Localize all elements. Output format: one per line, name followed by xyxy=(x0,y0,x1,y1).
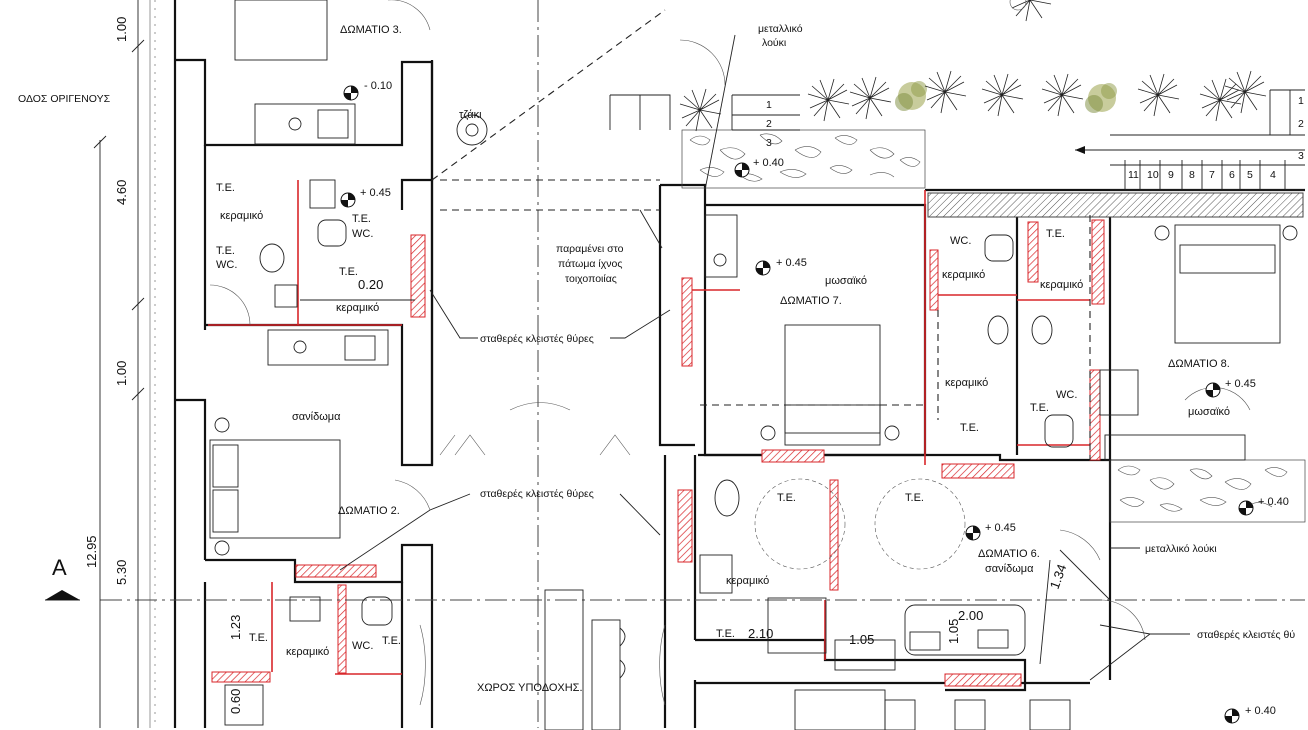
stairs-left xyxy=(609,94,800,131)
te-label: Τ.Ε. xyxy=(1030,402,1049,414)
dim-1-34: 1.34 xyxy=(1047,562,1070,591)
stair-num-right-1: 1 xyxy=(1298,95,1304,107)
room6-label: ΔΩΜΑΤΙΟ 6. xyxy=(978,548,1040,560)
metal-trough-top-line1: μεταλλικό xyxy=(758,23,803,35)
reception-label: ΧΩΡΟΣ ΥΠΟΔΟΧΗΣ. xyxy=(477,682,583,694)
axis-lines xyxy=(45,0,1305,728)
wood-floor-label: σανίδωμα xyxy=(985,563,1034,575)
room3-label: ΔΩΜΑΤΙΟ 3. xyxy=(340,24,402,36)
stair-num-left-2: 2 xyxy=(766,118,772,130)
stair-number: 5 xyxy=(1247,169,1253,181)
room2-label: ΔΩΜΑΤΙΟ 2. xyxy=(338,505,400,517)
stair-number: 11 xyxy=(1128,169,1139,181)
dim-4-60: 4.60 xyxy=(114,180,129,205)
stairs xyxy=(1075,89,1305,191)
mosaic-label: μωσαϊκό xyxy=(1188,406,1230,418)
dim-2-10: 2.10 xyxy=(748,626,773,641)
level-p040-b: + 0.40 xyxy=(1258,496,1289,508)
te-label: Τ.Ε. xyxy=(1046,228,1065,240)
stair-number: 4 xyxy=(1270,169,1276,181)
te-label: Τ.Ε. xyxy=(216,245,235,257)
te-label: Τ.Ε. xyxy=(905,492,924,504)
dim-1-05-a: 1.05 xyxy=(849,632,874,647)
metal-trough-top-line2: λούκι xyxy=(762,37,787,49)
stair-number: 8 xyxy=(1189,169,1195,181)
wall-trace-line1: παραμένει στο xyxy=(556,243,624,255)
stair-num-left-1: 1 xyxy=(766,99,772,111)
fixed-doors-label-3: σταθερές κλειστές θύ xyxy=(1197,629,1295,641)
fixed-doors-label-2: σταθερές κλειστές θύρες xyxy=(480,488,594,500)
stair-number: 7 xyxy=(1209,169,1215,181)
dim-1-05-b: 1.05 xyxy=(946,619,961,644)
room8-label: ΔΩΜΑΤΙΟ 8. xyxy=(1168,358,1230,370)
level-p045-room7: + 0.45 xyxy=(776,257,807,269)
wc-label: WC. xyxy=(950,235,971,247)
wc-label: WC. xyxy=(352,228,373,240)
dim-1-23: 1.23 xyxy=(228,615,243,640)
vegetation xyxy=(679,0,1267,132)
section-marker: A xyxy=(52,555,67,580)
stair-num-left-3: 3 xyxy=(766,137,772,149)
te-label: Τ.Ε. xyxy=(216,182,235,194)
stair-number: 6 xyxy=(1229,169,1235,181)
wood-floor-label: σανίδωμα xyxy=(292,411,341,423)
ceramic-label: κεραμικό xyxy=(336,302,379,314)
te-label: Τ.Ε. xyxy=(339,266,358,278)
dimension-chain xyxy=(93,0,156,728)
fixed-doors-label-1: σταθερές κλειστές θύρες xyxy=(480,333,594,345)
leader-lines xyxy=(300,34,1190,681)
te-label: Τ.Ε. xyxy=(352,213,371,225)
plan-text: ΟΔΟΣ ΟΡΙΓΕΝΟΥΣ A 1.00 4.60 1.00 5.30 12.… xyxy=(18,17,1304,717)
wall-trace-line3: τοιχοποιίας xyxy=(565,273,617,285)
furniture xyxy=(209,0,1298,730)
metal-trough-right-label: μεταλλικό λούκι xyxy=(1145,543,1217,555)
te-label: Τ.Ε. xyxy=(777,492,796,504)
wc-label: WC. xyxy=(352,640,373,652)
room7-label: ΔΩΜΑΤΙΟ 7. xyxy=(780,295,842,307)
red-partitions xyxy=(208,180,1090,675)
te-label: Τ.Ε. xyxy=(382,635,401,647)
level-m010: - 0.10 xyxy=(364,80,392,92)
stair-number: 9 xyxy=(1168,169,1174,181)
stair-num-right-2: 2 xyxy=(1298,118,1304,130)
level-p040-c: + 0.40 xyxy=(1245,705,1276,717)
street-label: ΟΔΟΣ ΟΡΙΓΕΝΟΥΣ xyxy=(18,93,111,105)
dim-2-00: 2.00 xyxy=(958,608,983,623)
te-label: Τ.Ε. xyxy=(249,632,268,644)
level-p045-room8: + 0.45 xyxy=(1225,378,1256,390)
ceramic-label: κεραμικό xyxy=(1040,279,1083,291)
wc-label: WC. xyxy=(1056,389,1077,401)
te-label: Τ.Ε. xyxy=(960,422,979,434)
ceramic-label: κεραμικό xyxy=(945,377,988,389)
stair-num-right-3: 3 xyxy=(1298,150,1304,162)
level-p040-a: + 0.40 xyxy=(753,157,784,169)
ceramic-label: κεραμικό xyxy=(220,210,263,222)
dim-5-30: 5.30 xyxy=(114,560,129,585)
dim-0-20: 0.20 xyxy=(358,277,383,292)
ceramic-label: κεραμικό xyxy=(942,269,985,281)
dim-1-00-top: 1.00 xyxy=(114,17,129,42)
dim-1-00-mid: 1.00 xyxy=(114,361,129,386)
demolition-walls xyxy=(211,192,1304,687)
te-label: Τ.Ε. xyxy=(716,628,735,640)
stone-paving xyxy=(681,129,1306,523)
ceramic-label: κεραμικό xyxy=(286,646,329,658)
level-p045-a: + 0.45 xyxy=(360,187,391,199)
dim-12-95: 12.95 xyxy=(84,535,99,568)
ceramic-label: κεραμικό xyxy=(726,575,769,587)
fireplace-label: τζάκι xyxy=(459,109,482,121)
stair-number: 10 xyxy=(1147,169,1159,181)
dim-0-60: 0.60 xyxy=(228,689,243,714)
level-p045-room6: + 0.45 xyxy=(985,522,1016,534)
wc-label: WC. xyxy=(216,259,237,271)
mosaic-label: μωσαϊκό xyxy=(825,275,867,287)
wall-trace-line2: πάτωμα ίχνος xyxy=(558,258,622,270)
